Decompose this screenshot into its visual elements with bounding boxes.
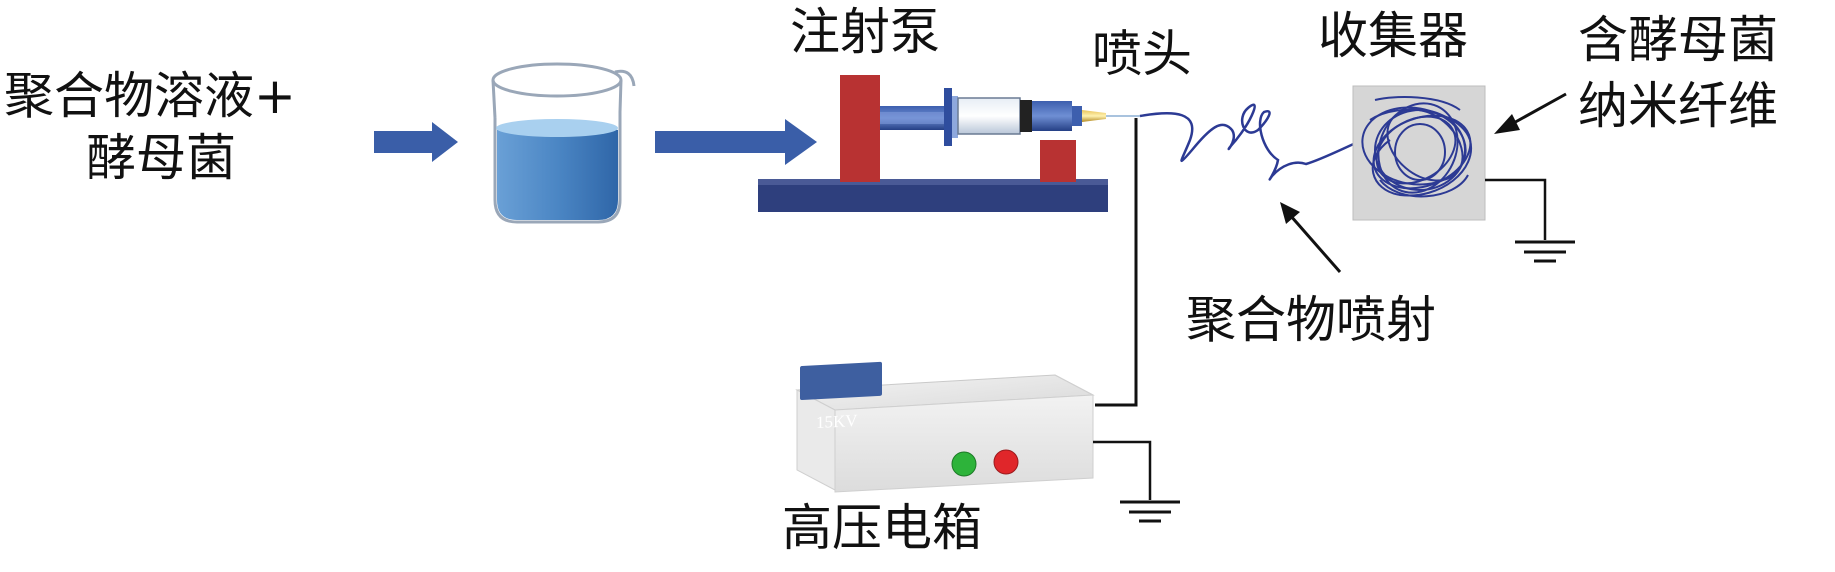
red-button[interactable] <box>993 449 1019 475</box>
polymer-jet-fiber <box>1139 103 1359 181</box>
pump-block-left <box>840 75 880 182</box>
hv-wire <box>1095 118 1138 407</box>
nanofiber-label-line2: 纳米纤维 <box>1578 77 1778 135</box>
collector-plate <box>1352 85 1486 221</box>
pump-block-right <box>1040 140 1076 182</box>
voltage-display <box>800 361 882 400</box>
green-button[interactable] <box>951 451 977 477</box>
hv-box <box>795 361 1095 493</box>
ground-icon-collector <box>1515 240 1575 263</box>
nozzle-label: 喷头 <box>1092 25 1192 83</box>
flow-arrow-2 <box>655 119 817 165</box>
voltage-display-text: 15KV <box>816 410 858 433</box>
syringe-barrel <box>957 97 1021 135</box>
hv-ground-wire <box>1093 440 1152 500</box>
jet-pointer-arrow <box>1280 202 1342 273</box>
nanofiber-pointer-arrow <box>1494 92 1567 134</box>
flow-arrow-1 <box>374 122 458 162</box>
collector-ground-wire <box>1485 178 1547 240</box>
collector-label: 收集器 <box>1318 7 1468 65</box>
pump-base <box>758 182 1108 212</box>
syringe-pump-label: 注射泵 <box>790 3 940 61</box>
nanofiber-label-line1: 含酵母菌 <box>1578 11 1778 69</box>
ground-icon-hv <box>1120 500 1180 523</box>
needle <box>1082 110 1106 122</box>
polymer-jet-label: 聚合物喷射 <box>1186 291 1436 349</box>
input-label-line2: 酵母菌 <box>86 129 236 187</box>
beaker-icon <box>491 62 636 224</box>
hv-box-label: 高压电箱 <box>782 499 982 557</box>
input-label-line1: 聚合物溶液+ <box>4 67 296 125</box>
